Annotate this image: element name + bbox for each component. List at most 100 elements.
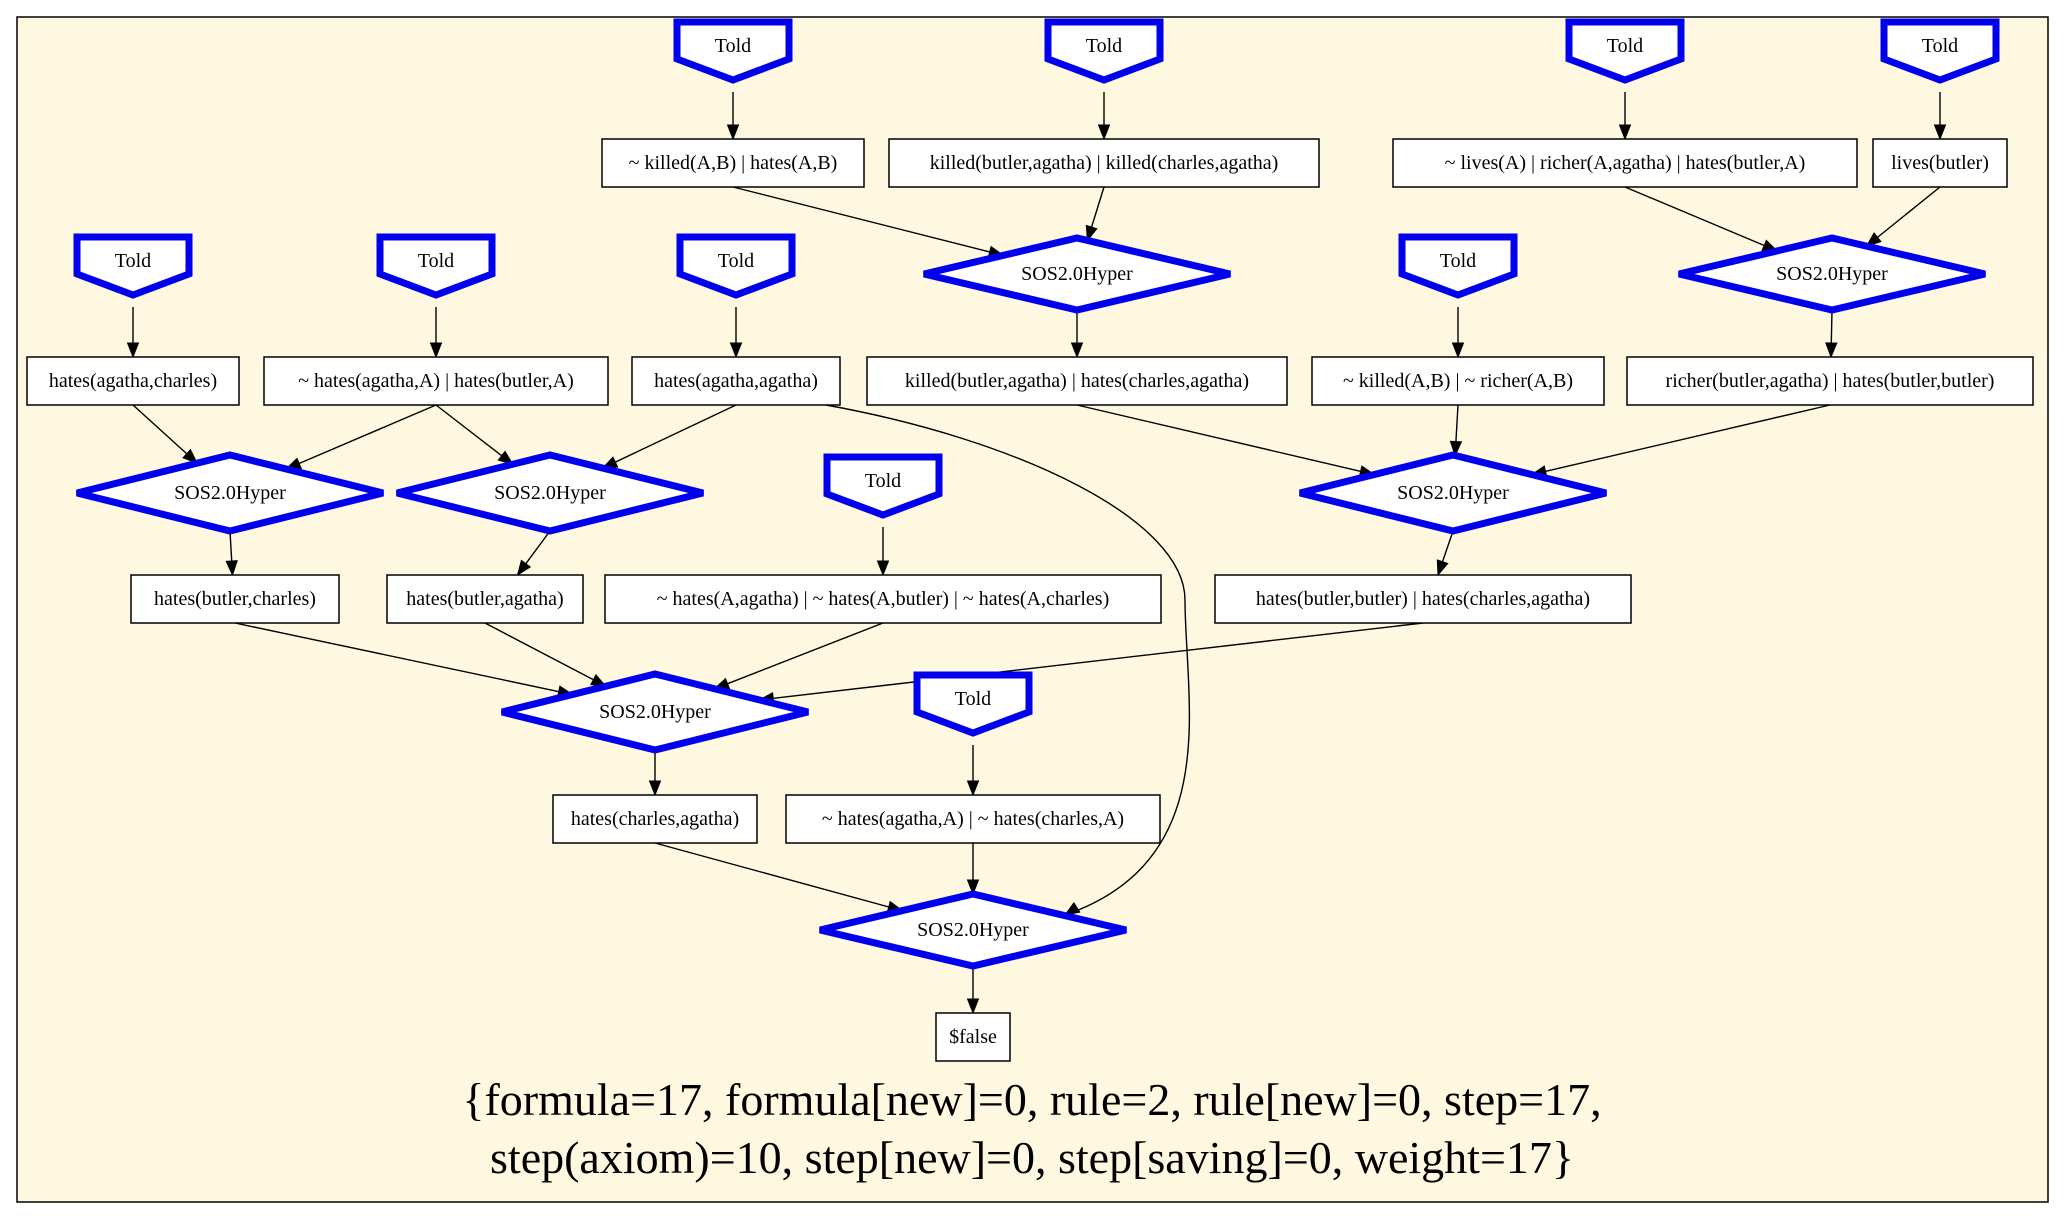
clause-label: hates(agatha,charles): [49, 370, 217, 392]
edge-arrowhead: [1097, 124, 1111, 141]
clause-box: [1872, 138, 2008, 188]
told-shape: [913, 671, 1033, 737]
edge-arrowhead: [1825, 342, 1838, 359]
told-node: Told: [1398, 233, 1518, 299]
edge: [1624, 186, 1767, 247]
told-label: Told: [1440, 250, 1476, 272]
edge: [1441, 530, 1454, 564]
edge: [654, 842, 891, 909]
clause-label: ~ killed(A,B) | ~ richer(A,B): [1343, 370, 1573, 392]
inference-label: SOS2.0Hyper: [1397, 482, 1509, 504]
edge-arrowhead: [516, 559, 532, 577]
told-node: Told: [673, 18, 793, 84]
told-shape: [676, 233, 796, 299]
caption-line-1: {formula=17, formula[new]=0, rule=2, rul…: [462, 1074, 1601, 1125]
edge: [1875, 186, 1941, 240]
edge: [1830, 309, 1833, 346]
clause-box: [552, 794, 758, 844]
edge-arrowhead: [1449, 440, 1463, 457]
edge-arrowhead: [1618, 124, 1632, 141]
clause-label: hates(butler,butler) | hates(charles,aga…: [1256, 588, 1590, 610]
edge-arrowhead: [966, 879, 980, 896]
inference-label: SOS2.0Hyper: [494, 482, 606, 504]
clause-label: hates(charles,agatha): [571, 808, 739, 830]
clause-node: $false: [935, 1012, 1011, 1062]
told-label: Told: [1922, 35, 1958, 57]
inference-node: SOS2.0Hyper: [819, 890, 1127, 970]
inference-diamond: [76, 451, 384, 535]
edge-arrowhead: [966, 780, 980, 797]
clause-node: killed(butler,agatha) | killed(charles,a…: [888, 138, 1320, 188]
clause-box: [604, 574, 1162, 624]
inference-diamond: [1678, 234, 1986, 314]
clause-label: richer(butler,agatha) | hates(butler,but…: [1666, 370, 1995, 392]
told-shape: [376, 233, 496, 299]
clause-node: hates(butler,charles): [130, 574, 340, 624]
clause-node: hates(butler,butler) | hates(charles,aga…: [1214, 574, 1632, 624]
clause-box: [785, 794, 1161, 844]
edge-arrowhead: [1933, 124, 1947, 141]
edge-arrowhead: [1865, 232, 1882, 247]
clause-node: hates(charles,agatha): [552, 794, 758, 844]
told-label: Told: [718, 250, 754, 272]
clause-label: hates(agatha,agatha): [654, 370, 818, 392]
inference-node: SOS2.0Hyper: [396, 451, 704, 535]
clause-node: hates(butler,agatha): [386, 574, 584, 624]
inference-label: SOS2.0Hyper: [917, 919, 1029, 941]
inference-diamond: [501, 670, 809, 754]
edge: [825, 404, 1191, 916]
told-node: Told: [73, 233, 193, 299]
clause-box: [935, 1012, 1011, 1062]
edge: [1090, 186, 1105, 230]
clause-box: [1311, 356, 1605, 406]
told-label: Told: [115, 250, 151, 272]
told-label: Told: [418, 250, 454, 272]
edge-arrowhead: [225, 560, 238, 577]
clause-node: ~ lives(A) | richer(A,agatha) | hates(bu…: [1392, 138, 1858, 188]
clause-node: ~ killed(A,B) | hates(A,B): [601, 138, 865, 188]
clause-node: hates(agatha,charles): [26, 356, 240, 406]
edge: [732, 186, 992, 254]
edge: [1076, 404, 1363, 473]
told-shape: [1398, 233, 1518, 299]
clause-node: ~ hates(agatha,A) | hates(butler,A): [263, 356, 609, 406]
clause-node: richer(butler,agatha) | hates(butler,but…: [1626, 356, 2034, 406]
inference-node: SOS2.0Hyper: [1299, 451, 1607, 535]
clause-label: hates(butler,charles): [154, 588, 316, 610]
clause-label: ~ hates(A,agatha) | ~ hates(A,butler) | …: [657, 588, 1110, 610]
clause-label: killed(butler,agatha) | killed(charles,a…: [930, 152, 1279, 174]
edge-arrowhead: [1436, 559, 1449, 577]
clause-box: [263, 356, 609, 406]
clause-box: [1392, 138, 1858, 188]
inference-label: SOS2.0Hyper: [599, 701, 711, 723]
clause-box: [601, 138, 865, 188]
told-node: Told: [676, 233, 796, 299]
clause-label: $false: [949, 1026, 997, 1048]
clause-box: [1626, 356, 2034, 406]
clause-node: ~ hates(A,agatha) | ~ hates(A,butler) | …: [604, 574, 1162, 624]
told-label: Told: [715, 35, 751, 57]
edge: [1455, 404, 1459, 444]
clause-label: ~ hates(agatha,A) | hates(butler,A): [298, 370, 574, 392]
told-label: Told: [1607, 35, 1643, 57]
clause-node: lives(butler): [1872, 138, 2008, 188]
told-shape: [73, 233, 193, 299]
clause-label: hates(butler,agatha): [406, 588, 563, 610]
told-node: Told: [376, 233, 496, 299]
told-shape: [823, 453, 943, 519]
clause-box: [866, 356, 1288, 406]
clause-box: [26, 356, 240, 406]
edge: [484, 622, 596, 682]
inference-diamond: [1299, 451, 1607, 535]
edge-arrowhead: [126, 342, 140, 359]
edge-arrowhead: [648, 780, 662, 797]
told-node: Told: [1880, 18, 2000, 84]
clause-label: lives(butler): [1891, 152, 1989, 174]
clause-label: ~ lives(A) | richer(A,agatha) | hates(bu…: [1445, 152, 1806, 174]
edge: [234, 622, 561, 693]
inference-diamond: [396, 451, 704, 535]
clause-box: [631, 356, 841, 406]
inference-node: SOS2.0Hyper: [923, 234, 1231, 314]
edge: [771, 622, 1424, 700]
clause-node: ~ killed(A,B) | ~ richer(A,B): [1311, 356, 1605, 406]
